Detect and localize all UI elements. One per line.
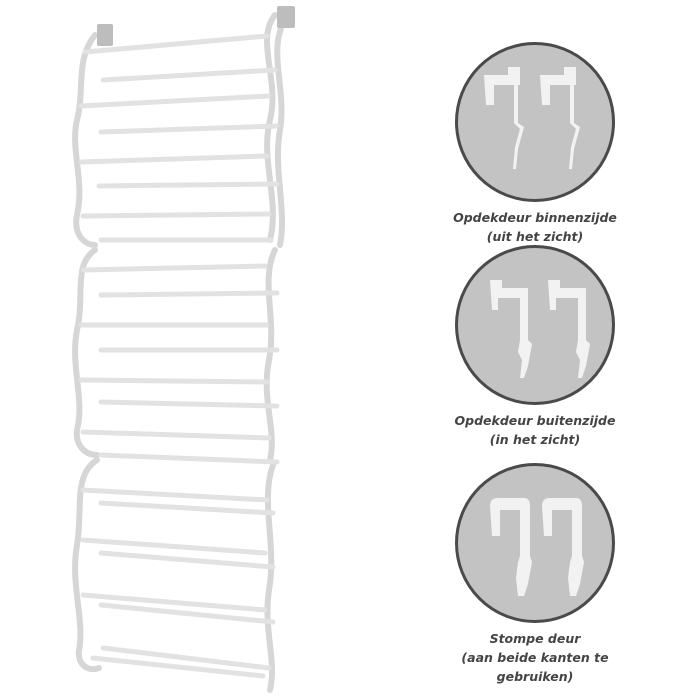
outer-door-hook-icon	[490, 280, 590, 378]
option-subtitle: (in het zicht)	[489, 432, 581, 447]
hook-circle	[455, 245, 615, 405]
option-flush-door: Stompe deur (aan beide kanten te gebruik…	[430, 463, 640, 686]
hook-circle	[455, 463, 615, 623]
option-subtitle: (uit het zicht)	[486, 229, 584, 244]
flush-door-hook-icon	[490, 498, 584, 596]
option-subtitle: (aan beide kanten te gebruiken)	[461, 650, 609, 684]
shoe-rack-image	[55, 0, 315, 700]
option-title: Stompe deur	[489, 631, 581, 646]
option-inner-door: Opdekdeur binnenzijde (uit het zicht)	[430, 42, 640, 246]
hook-circle	[455, 42, 615, 202]
inner-door-hook-icon	[484, 67, 580, 169]
option-title: Opdekdeur buitenzijde	[454, 413, 616, 428]
option-title: Opdekdeur binnenzijde	[453, 210, 617, 225]
option-outer-door: Opdekdeur buitenzijde (in het zicht)	[430, 245, 640, 449]
shoe-rack-icon	[72, 6, 295, 693]
